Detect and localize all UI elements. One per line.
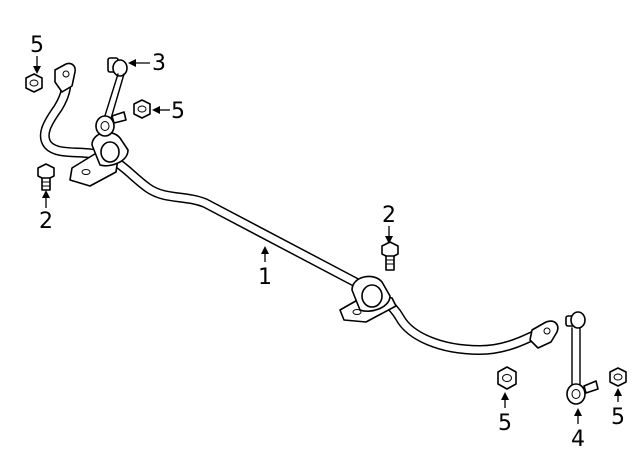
nut-bottom-right (609, 367, 627, 387)
bolt-left (37, 163, 55, 191)
callout-label-2-right: 2 (382, 203, 396, 228)
callout-label-5-bottom-right: 5 (611, 405, 625, 430)
right-stabilizer-link (565, 311, 599, 405)
nut-bottom-mid (497, 366, 517, 390)
callout-label-1: 1 (258, 265, 272, 290)
left-stabilizer-link (95, 57, 128, 137)
right-bushing-bracket (339, 275, 397, 323)
callout-label-5-top-mid: 5 (171, 99, 185, 124)
nut-top-left (25, 73, 43, 93)
callout-label-5-top-left: 5 (30, 33, 44, 58)
stabilizer-bar (39, 62, 559, 355)
callout-arrows (33, 56, 622, 424)
nut-top-mid (133, 99, 151, 119)
callout-label-2-left: 2 (39, 209, 53, 234)
callout-label-3: 3 (152, 51, 166, 76)
bolt-right (381, 241, 399, 271)
callout-label-4: 4 (571, 427, 585, 452)
callout-label-5-bottom-mid: 5 (498, 411, 512, 436)
left-bushing-bracket (69, 131, 129, 187)
